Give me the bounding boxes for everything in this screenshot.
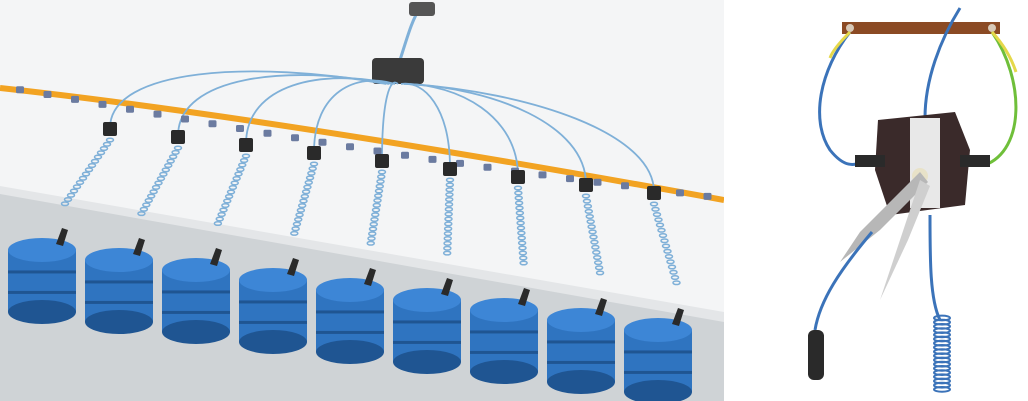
- bus-clip: [263, 129, 272, 137]
- coiled-ground-lead: [513, 185, 528, 266]
- green-cable-right: [984, 31, 1018, 167]
- bus-clip: [401, 151, 409, 159]
- bus-clips: [16, 86, 712, 200]
- bus-grounding-clamp: [647, 186, 661, 200]
- bus-clip: [16, 86, 24, 94]
- drum-clamp: [441, 278, 453, 296]
- bus-clip: [483, 163, 492, 171]
- coiled-ground-lead: [649, 201, 681, 286]
- hub-to-clamp-cable: [313, 79, 396, 153]
- junction-hub: [372, 58, 424, 84]
- drum: [316, 268, 384, 364]
- coiled-ground-lead: [60, 137, 115, 207]
- hub-to-clamp-cable: [245, 77, 393, 145]
- bus-clip: [98, 100, 107, 108]
- coiled-ground-lead: [442, 177, 455, 256]
- grounding-clamp-detail: [780, 0, 1028, 401]
- drum: [470, 288, 538, 384]
- drum-clamp: [518, 288, 530, 306]
- inline-connector: [808, 330, 824, 380]
- coiled-ground-lead: [366, 169, 387, 246]
- drum: [85, 238, 153, 334]
- bus-clip: [456, 159, 464, 167]
- copper-bar: [842, 22, 1000, 34]
- back-wall: [0, 0, 724, 320]
- scene-illustration: [0, 0, 724, 401]
- drum: [547, 298, 615, 394]
- blue-cable-top: [923, 7, 962, 119]
- bus-clip: [208, 120, 217, 128]
- bus-clip: [318, 138, 327, 146]
- drum-clamp: [133, 238, 145, 256]
- bus-grounding-clamp: [103, 122, 117, 136]
- bus-grounding-clamp: [307, 146, 321, 160]
- drum-clamp: [595, 298, 607, 316]
- bus-clip: [703, 192, 712, 200]
- ceiling-mount: [409, 2, 435, 16]
- drum: [393, 278, 461, 374]
- bus-grounding-clamp: [443, 162, 457, 176]
- bus-clip: [428, 155, 437, 163]
- hub-cables: [60, 70, 681, 286]
- bus-clip: [346, 143, 354, 151]
- bus-grounding-clamp: [579, 178, 593, 192]
- drum: [624, 308, 692, 401]
- bus-clip: [43, 91, 52, 99]
- drum-clamp: [672, 308, 684, 326]
- bus-clip: [181, 115, 189, 123]
- clamp-jaw-upper: [840, 172, 928, 262]
- yellow-cable-left: [828, 30, 852, 59]
- hub-to-clamp-cable: [381, 81, 399, 161]
- clamp-jaw-lower: [880, 180, 930, 300]
- bus-grounding-clamp: [239, 138, 253, 152]
- coil-spring: [933, 314, 951, 393]
- coiled-ground-lead: [213, 153, 251, 227]
- bus-clip: [291, 134, 299, 142]
- bus-clip: [566, 175, 574, 183]
- bus-grounding-clamp: [375, 154, 389, 168]
- coiled-ground-lead: [581, 193, 605, 276]
- blue-cable-lower: [813, 231, 874, 331]
- coiled-ground-lead: [290, 161, 319, 236]
- bus-clip: [621, 182, 629, 190]
- drum-clamp: [56, 228, 68, 246]
- clamp-detail-illustration: [780, 0, 1028, 401]
- bus-clip: [126, 105, 134, 113]
- drum: [239, 258, 307, 354]
- bus-clip: [373, 147, 382, 155]
- bus-bar: [0, 85, 724, 203]
- bus-clip: [153, 110, 162, 118]
- drum-clamp: [364, 268, 376, 286]
- drum-clamp: [287, 258, 299, 276]
- bus-grounding-clamp: [511, 170, 525, 184]
- drum-clamp: [210, 248, 222, 266]
- bus-clip: [71, 95, 79, 103]
- hub-to-clamp-cable: [409, 83, 655, 193]
- yellow-cable-right: [990, 30, 1018, 73]
- drum: [8, 228, 76, 324]
- bus-grounding-clamp: [171, 130, 185, 144]
- bus-clip: [676, 189, 684, 197]
- drum-grounding-system-scene: [0, 0, 724, 401]
- drum: [162, 248, 230, 344]
- bus-clip: [538, 171, 547, 179]
- coiled-ground-lead: [137, 145, 183, 217]
- bus-clip: [236, 125, 244, 133]
- drums: [8, 228, 692, 401]
- bus-clip: [593, 178, 602, 186]
- coiled-cable: [928, 214, 942, 321]
- floor-edge: [0, 186, 724, 322]
